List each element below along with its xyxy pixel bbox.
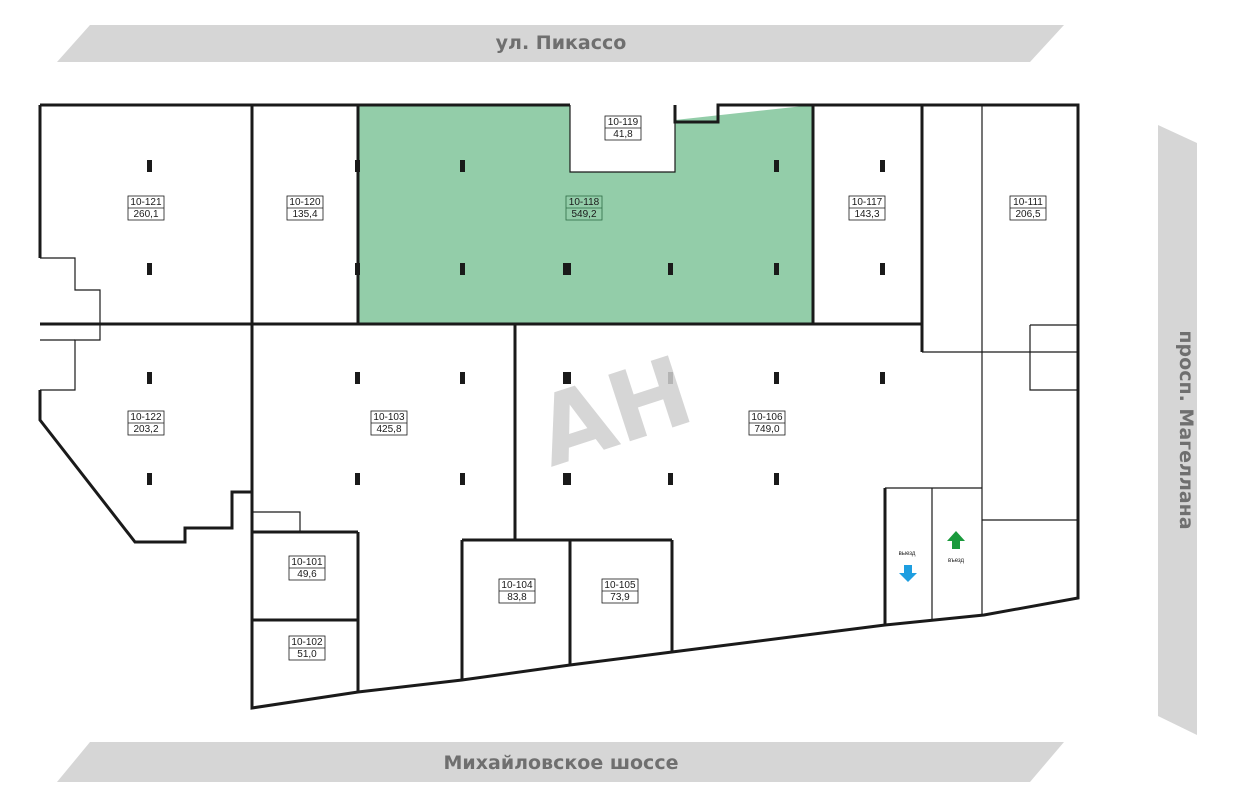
street-bottom: Михайловское шоссе	[57, 742, 1064, 782]
unit-area: 143,3	[854, 209, 879, 220]
unit-area: 73,9	[610, 592, 630, 603]
exit-arrow-icon	[899, 565, 917, 582]
street-top: ул. Пикассо	[57, 25, 1064, 62]
unit-area: 51,0	[297, 649, 317, 660]
unit-area: 203,2	[133, 424, 158, 435]
street-right: просп. Магеллана	[1158, 125, 1197, 735]
unit-id: 10-111	[1013, 197, 1043, 208]
unit-area: 49,6	[297, 569, 317, 580]
unit-area: 41,8	[613, 129, 633, 140]
unit-id: 10-121	[130, 197, 162, 208]
entry-arrow-icon	[947, 531, 965, 549]
unit-id: 10-102	[291, 637, 323, 648]
unit-id: 10-120	[289, 197, 321, 208]
street-right-label: просп. Магеллана	[1175, 330, 1197, 529]
entry-label: въезд	[948, 558, 965, 564]
columns	[147, 160, 885, 485]
interior-walls	[40, 105, 1079, 692]
unit-id: 10-103	[373, 412, 405, 423]
unit-id: 10-105	[604, 580, 636, 591]
unit-area: 206,5	[1015, 209, 1040, 220]
street-bottom-label: Михайловское шоссе	[444, 752, 679, 774]
unit-area: 749,0	[754, 424, 779, 435]
unit-id: 10-119	[608, 117, 639, 128]
unit-id: 10-101	[291, 557, 323, 568]
watermark: AH	[523, 335, 705, 489]
unit-id: 10-106	[751, 412, 783, 423]
unit-area: 549,2	[571, 209, 596, 220]
exit-label: выезд	[899, 551, 916, 557]
unit-id: 10-118	[569, 197, 600, 208]
unit-area: 135,4	[292, 209, 317, 220]
unit-id: 10-122	[130, 412, 162, 423]
unit-id: 10-104	[501, 580, 533, 591]
unit-area: 425,8	[376, 424, 401, 435]
unit-area: 83,8	[507, 592, 527, 603]
driveway: выезд въезд	[899, 531, 965, 582]
street-top-label: ул. Пикассо	[496, 32, 627, 54]
unit-area: 260,1	[133, 209, 158, 220]
unit-id: 10-117	[852, 197, 883, 208]
